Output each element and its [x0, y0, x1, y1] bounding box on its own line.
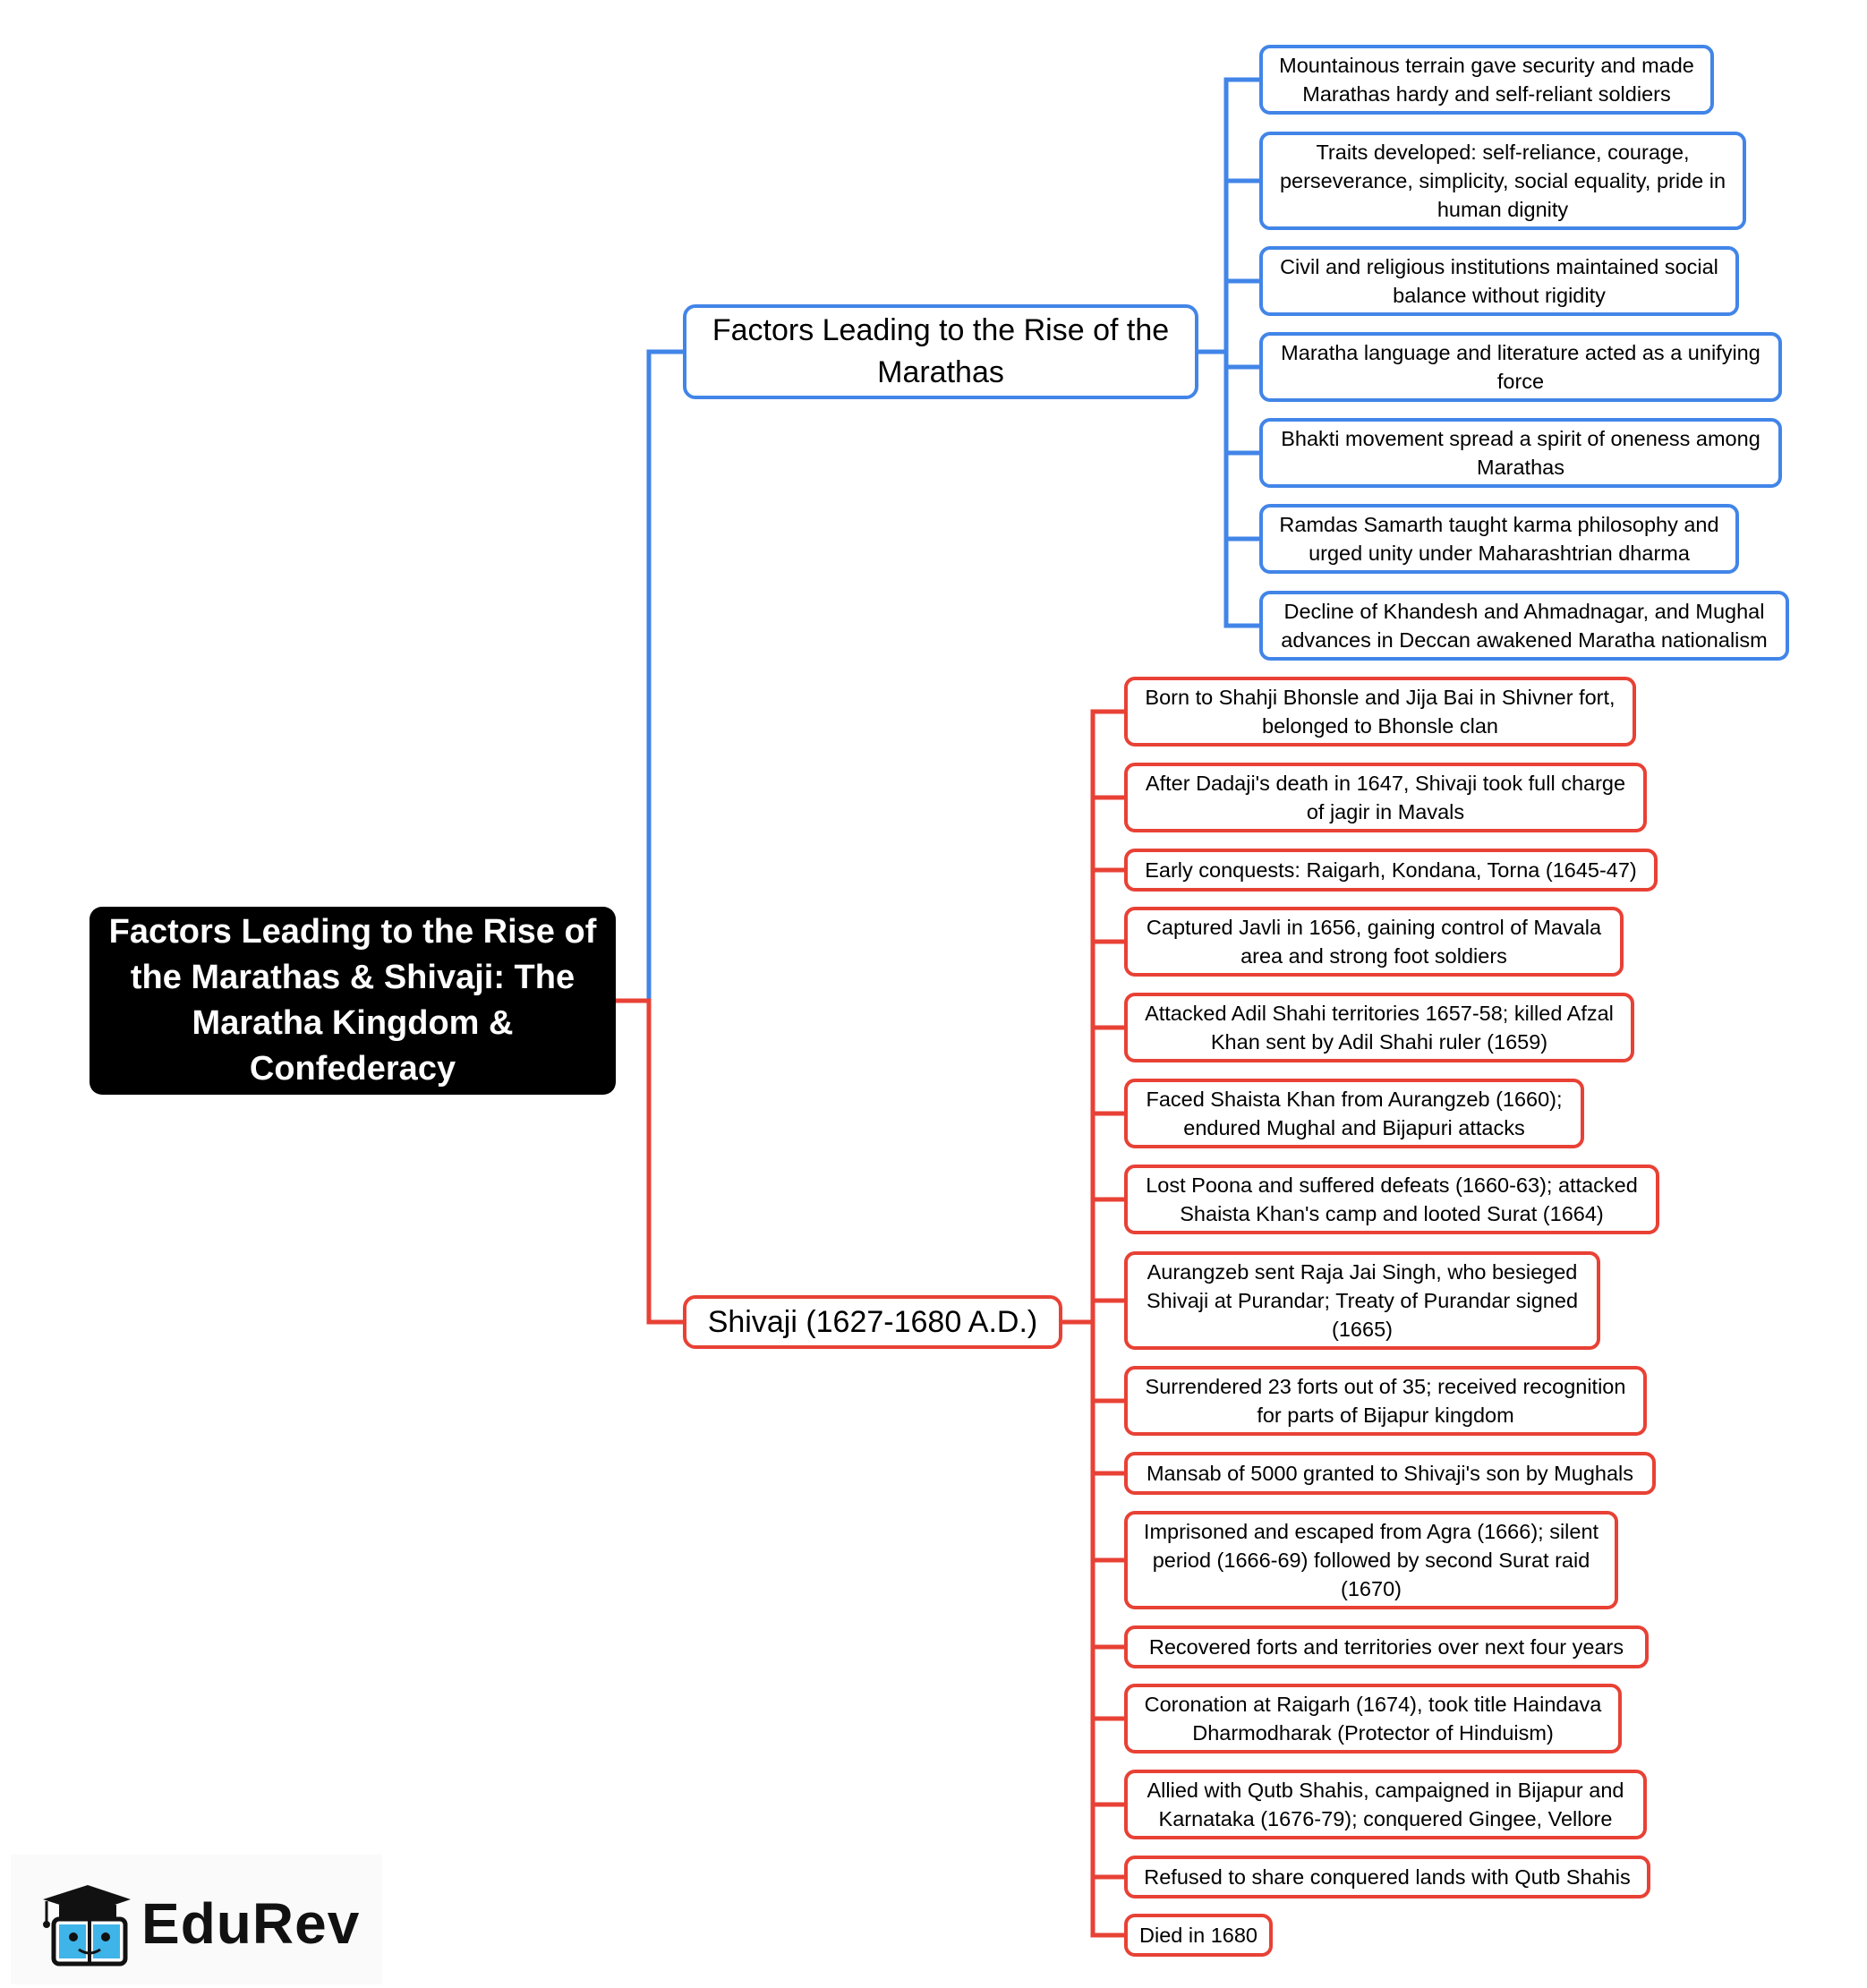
shivaji-item: Died in 1680 — [1124, 1914, 1273, 1957]
branch-factors: Factors Leading to the Rise of the Marat… — [683, 304, 1198, 399]
shivaji-item: Faced Shaista Khan from Aurangzeb (1660)… — [1124, 1079, 1584, 1148]
shivaji-item: Aurangzeb sent Raja Jai Singh, who besie… — [1124, 1251, 1600, 1350]
shivaji-item: Allied with Qutb Shahis, campaigned in B… — [1124, 1770, 1647, 1839]
factor-item: Ramdas Samarth taught karma philosophy a… — [1259, 504, 1739, 574]
shivaji-item: Recovered forts and territories over nex… — [1124, 1625, 1649, 1668]
factor-item: Maratha language and literature acted as… — [1259, 332, 1782, 402]
root-node: Factors Leading to the Rise of the Marat… — [90, 907, 616, 1095]
branch-shivaji: Shivaji (1627-1680 A.D.) — [683, 1295, 1062, 1349]
logo-text: EduRev — [141, 1891, 361, 1956]
factor-item: Bhakti movement spread a spirit of onene… — [1259, 418, 1782, 488]
factor-item: Mountainous terrain gave security and ma… — [1259, 45, 1714, 115]
shivaji-item: Surrendered 23 forts out of 35; received… — [1124, 1366, 1647, 1436]
branch-factors-label: Factors Leading to the Rise of the Marat… — [712, 313, 1170, 389]
factor-item: Civil and religious institutions maintai… — [1259, 246, 1739, 316]
graduation-cap-book-icon — [43, 1885, 131, 1967]
shivaji-item: Captured Javli in 1656, gaining control … — [1124, 907, 1624, 977]
shivaji-item: Early conquests: Raigarh, Kondana, Torna… — [1124, 849, 1658, 892]
shivaji-item: After Dadaji's death in 1647, Shivaji to… — [1124, 763, 1647, 832]
shivaji-item: Mansab of 5000 granted to Shivaji's son … — [1124, 1452, 1656, 1495]
shivaji-item: Coronation at Raigarh (1674), took title… — [1124, 1684, 1622, 1753]
root-title: Factors Leading to the Rise of the Marat… — [108, 913, 597, 1088]
shivaji-item: Attacked Adil Shahi territories 1657-58;… — [1124, 993, 1634, 1062]
shivaji-item: Refused to share conquered lands with Qu… — [1124, 1856, 1650, 1898]
branch-shivaji-label: Shivaji (1627-1680 A.D.) — [707, 1304, 1038, 1339]
shivaji-item: Imprisoned and escaped from Agra (1666);… — [1124, 1511, 1618, 1609]
factor-item: Decline of Khandesh and Ahmadnagar, and … — [1259, 591, 1789, 661]
shivaji-item: Lost Poona and suffered defeats (1660-63… — [1124, 1165, 1659, 1234]
factor-item: Traits developed: self-reliance, courage… — [1259, 132, 1746, 230]
shivaji-item: Born to Shahji Bhonsle and Jija Bai in S… — [1124, 677, 1636, 747]
